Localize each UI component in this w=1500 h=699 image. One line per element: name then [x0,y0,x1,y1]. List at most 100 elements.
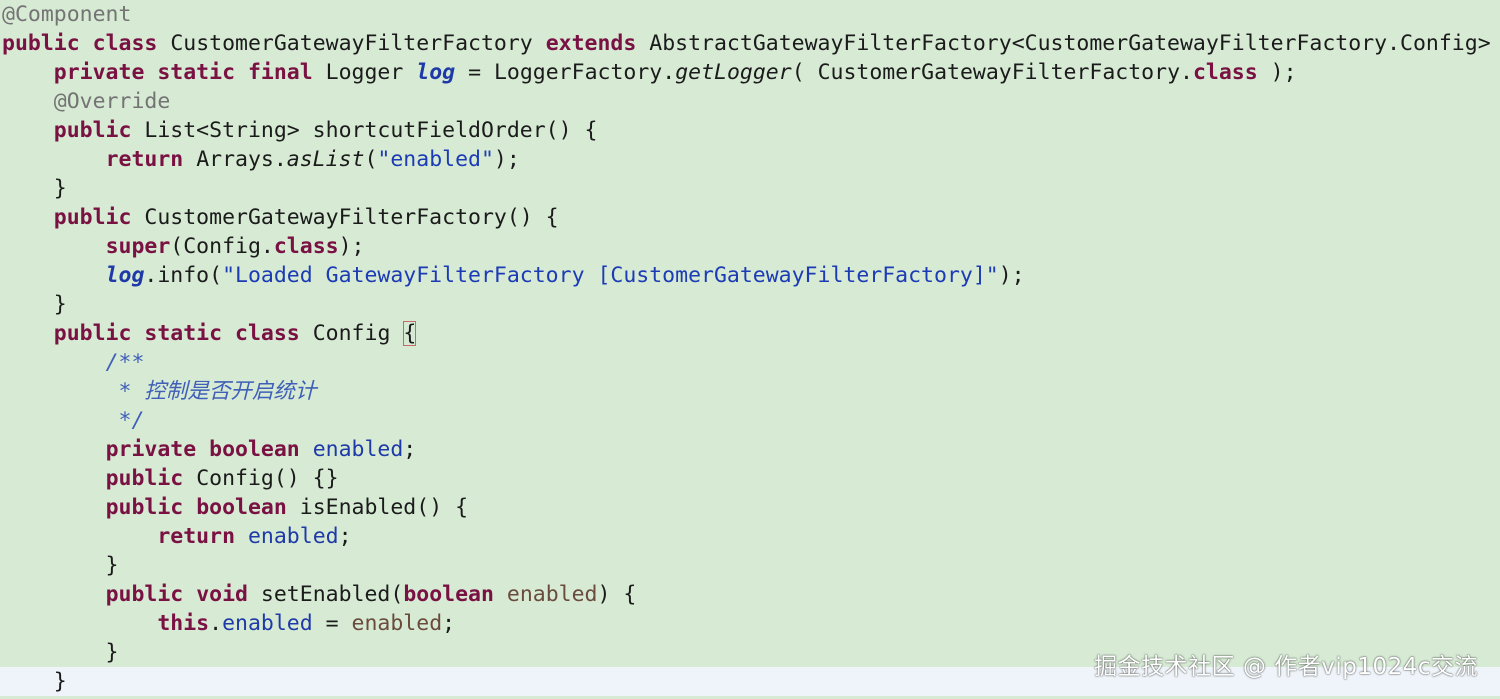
keyword: public [53,118,132,143]
indent [2,205,54,230]
type-name: Logger [325,60,404,85]
code-text: isEnabled() { [299,495,469,520]
string-literal: "Loaded GatewayFilterFactory [CustomerGa… [222,263,999,288]
indent [2,234,106,259]
keyword: boolean [403,582,494,607]
code-line-6: return Arrays.asList("enabled"); [0,145,1500,174]
code-line-17: public Config() {} [0,464,1500,493]
parameter-enabled: enabled [351,611,443,636]
keyword: final [247,60,313,85]
code-text: List<String> shortcutFieldOrder() { [144,118,598,143]
keyword: extends [545,31,637,56]
code-line-4: @Override [0,87,1500,116]
doc-comment: * 控制是否开启统计 [118,379,317,404]
indent [2,118,54,143]
code-line-10: log.info("Loaded GatewayFilterFactory [C… [0,261,1500,290]
code-line-3: private static final Logger log = Logger… [0,58,1500,87]
code-text: (Config. [170,234,274,259]
parameter-enabled: enabled [506,582,598,607]
code-text: ); [1257,60,1297,85]
indent [2,147,106,172]
code-text: Arrays. [196,147,287,172]
annotation-override: @Override [53,89,171,114]
code-text: ); [998,263,1025,288]
keyword: public [105,495,184,520]
code-text: . [209,611,223,636]
keyword: public [2,31,80,56]
field-enabled: enabled [312,437,404,462]
class-name: Config [312,321,391,346]
keyword: public [53,205,132,230]
field-enabled: enabled [247,524,339,549]
keyword: private [105,437,197,462]
keyword: this [157,611,210,636]
keyword: public [53,321,132,346]
code-text: ; [442,611,456,636]
class-name: CustomerGatewayFilterFactory [170,31,533,56]
keyword: class [235,321,300,346]
keyword: public [105,466,184,491]
keyword: private [53,60,145,85]
indent [2,379,119,404]
doc-comment: */ [118,408,145,433]
code-line-23: } [0,638,1500,667]
indent [2,89,54,114]
keyword: void [196,582,248,607]
indent [2,495,106,520]
annotation-component: @Component [2,2,132,27]
code-text: AbstractGatewayFilterFactory<CustomerGat… [649,31,1500,56]
code-text: CustomerGatewayFilterFactory() { [144,205,559,230]
code-line-18: public boolean isEnabled() { [0,493,1500,522]
code-line-22: this.enabled = enabled; [0,609,1500,638]
indent [2,466,106,491]
code-line-16: private boolean enabled; [0,435,1500,464]
doc-comment: /** [105,350,145,375]
code-line-15: */ [0,406,1500,435]
keyword: return [105,147,184,172]
keyword: class [92,31,158,56]
code-text: ); [338,234,365,259]
code-text: = [312,611,352,636]
indent [2,263,106,288]
code-text: ; [403,437,417,462]
matched-brace[interactable]: { [403,321,417,346]
indent [2,321,54,346]
keyword: static [144,321,223,346]
code-line-24-current: } [0,667,1500,696]
code-text: } [2,640,119,665]
keyword: public [105,582,184,607]
code-text: = LoggerFactory. [455,60,676,85]
code-text: ) { [597,582,637,607]
indent [2,60,54,85]
static-method-call: asList [286,147,365,172]
code-line-13: /** [0,348,1500,377]
keyword: class [1192,60,1258,85]
string-literal: "enabled" [377,147,494,172]
keyword: super [105,234,171,259]
keyword: boolean [209,437,300,462]
code-line-9: super(Config.class); [0,232,1500,261]
code-line-1: @Component [0,0,1500,29]
code-line-21: public void setEnabled(boolean enabled) … [0,580,1500,609]
code-line-2: public class CustomerGatewayFilterFactor… [0,29,1500,58]
code-text: } [2,292,67,317]
code-text: .info( [144,263,223,288]
code-line-11: } [0,290,1500,319]
code-line-7: } [0,174,1500,203]
code-line-14: * 控制是否开启统计 [0,377,1500,406]
code-text: ( CustomerGatewayFilterFactory. [791,60,1193,85]
code-text: ); [493,147,520,172]
keyword: boolean [196,495,287,520]
code-line-5: public List<String> shortcutFieldOrder()… [0,116,1500,145]
keyword: return [157,524,236,549]
code-line-20: } [0,551,1500,580]
watermark: 掘金技术社区 @ 作者vip1024c交流 [1094,654,1478,680]
keyword: static [157,60,236,85]
code-line-12: public static class Config { [0,319,1500,348]
code-text: ; [338,524,352,549]
indent [2,611,157,636]
code-text: ( [364,147,378,172]
code-text: Config() {} [196,466,339,491]
field-enabled: enabled [222,611,313,636]
